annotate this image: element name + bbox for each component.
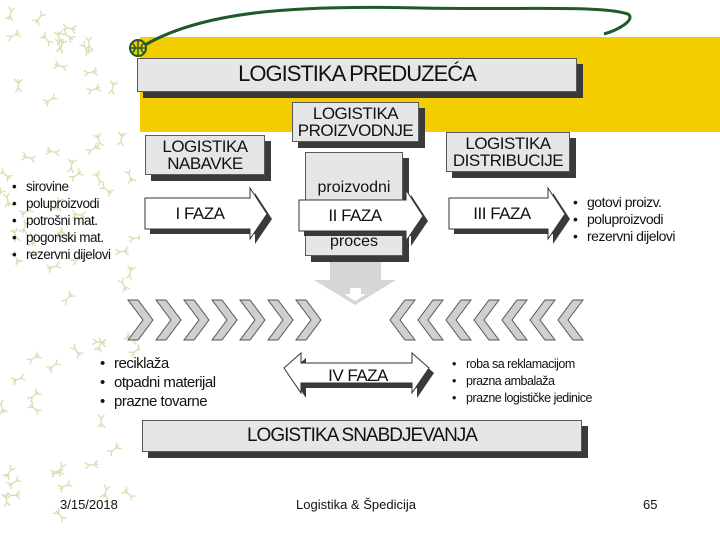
list-item: otpadni materijal bbox=[100, 373, 216, 392]
list-item: gotovi proizv. bbox=[573, 194, 675, 211]
list-item: prazna ambalaža bbox=[452, 373, 592, 390]
list-item: reciklaža bbox=[100, 354, 216, 373]
list-item: prazne tovarne bbox=[100, 392, 216, 411]
phase2-label: II FAZA bbox=[328, 206, 382, 225]
phase1-label: I FAZA bbox=[175, 204, 225, 223]
list-item: rezervni dijelovi bbox=[12, 246, 111, 263]
header-nabavke: LOGISTIKA NABAVKE bbox=[145, 135, 265, 175]
production-bottom-label: proces bbox=[329, 233, 379, 250]
header-distribucije: LOGISTIKA DISTRIBUCIJE bbox=[446, 132, 570, 172]
title-box: LOGISTIKA PREDUZEĆA bbox=[137, 58, 577, 92]
production-top-label: proizvodni bbox=[317, 179, 391, 196]
header-proizvodnje-line1: LOGISTIKA bbox=[312, 104, 399, 123]
footer-subject: Logistika & Špedicija bbox=[296, 497, 416, 512]
outputs-list: gotovi proizv. poluproizvodi rezervni di… bbox=[573, 194, 675, 245]
recycling-list: reciklaža otpadni materijal prazne tovar… bbox=[100, 354, 216, 411]
decorative-swoosh bbox=[129, 5, 632, 57]
down-arrow bbox=[314, 262, 396, 305]
list-item: rezervni dijelovi bbox=[573, 228, 675, 245]
phase3-label: III FAZA bbox=[473, 204, 531, 223]
globe-icon bbox=[129, 39, 147, 57]
list-item: poluproizvodi bbox=[573, 211, 675, 228]
returns-list: roba sa reklamacijom prazna ambalaža pra… bbox=[452, 356, 592, 407]
phase2-arrow bbox=[298, 188, 424, 243]
inputs-list: sirovine poluproizvodi potrošni mat. pog… bbox=[12, 178, 111, 263]
right-chevron-row bbox=[389, 299, 584, 341]
list-item: potrošni mat. bbox=[12, 212, 111, 229]
phase4-double-arrow bbox=[283, 351, 430, 395]
footer-page: 65 bbox=[643, 497, 658, 512]
list-item: pogonski mat. bbox=[12, 229, 111, 246]
list-item: sirovine bbox=[12, 178, 111, 195]
footer-date: 3/15/2018 bbox=[60, 497, 118, 512]
list-item: prazne logističke jedinice bbox=[452, 390, 592, 407]
phase3-arrow bbox=[448, 186, 566, 241]
header-distribucije-line2: DISTRIBUCIJE bbox=[452, 151, 564, 170]
bottom-title: LOGISTIKA SNABDJEVANJA bbox=[246, 425, 478, 446]
slide-title: LOGISTIKA PREDUZEĆA bbox=[238, 61, 477, 86]
bottom-title-box: LOGISTIKA SNABDJEVANJA bbox=[142, 420, 582, 452]
list-item: poluproizvodi bbox=[12, 195, 111, 212]
phase4-label: IV FAZA bbox=[328, 366, 388, 385]
header-proizvodnje: LOGISTIKA PROIZVODNJE bbox=[292, 102, 419, 142]
phase1-arrow bbox=[144, 186, 268, 241]
left-chevron-row bbox=[127, 299, 322, 341]
header-nabavke-line1: LOGISTIKA bbox=[162, 137, 248, 156]
header-distribucije-line1: LOGISTIKA bbox=[465, 134, 551, 153]
list-item: roba sa reklamacijom bbox=[452, 356, 592, 373]
header-proizvodnje-line2: PROIZVODNJE bbox=[297, 121, 414, 140]
header-nabavke-line2: NABAVKE bbox=[167, 154, 243, 173]
